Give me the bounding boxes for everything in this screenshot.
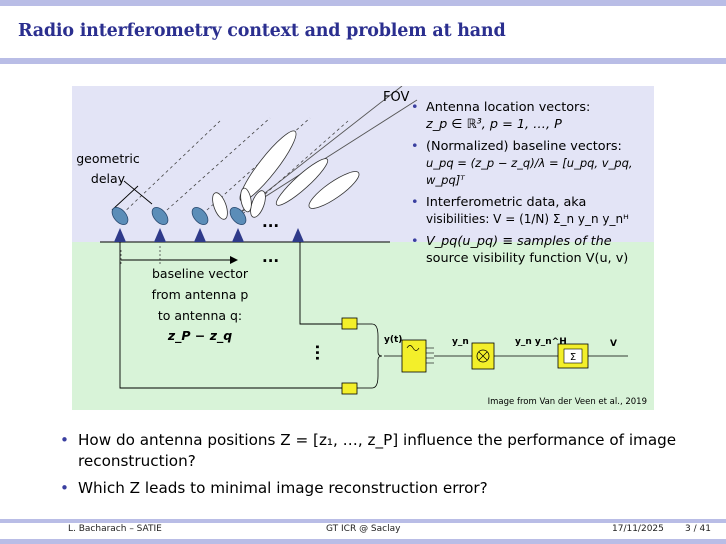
ellipsis-lower: ... — [262, 248, 279, 266]
footer-page: 3 / 41 — [685, 524, 711, 534]
signal-yn: y_n — [452, 337, 469, 347]
baseline-line4: z_P − z_q — [167, 328, 232, 344]
antenna-4 — [229, 207, 247, 242]
geometric-delay-line1: geometric — [76, 151, 140, 166]
antenna-1 — [111, 207, 129, 242]
footer-author: L. Bacharach – SATIE — [68, 524, 162, 534]
image-credit: Image from Van der Veen et al., 2019 — [488, 397, 647, 407]
figure-bullets: • Antenna location vectors: z_p ∈ ℝ³, p … — [410, 99, 655, 272]
receiver-box-2 — [341, 382, 358, 395]
sky-area — [72, 86, 654, 242]
antenna-5 — [292, 228, 304, 242]
footer-date: 17/11/2025 — [612, 524, 664, 534]
baseline-line2: from antenna p — [152, 287, 249, 302]
antenna-2 — [151, 207, 169, 242]
receiver-box-1 — [341, 317, 358, 330]
interferometry-figure: FOV — [72, 86, 654, 410]
svg-text:Σ: Σ — [570, 352, 576, 363]
main-bullet-1: • How do antenna positions Z = [z₁, …, z… — [60, 431, 677, 470]
sampler-box — [401, 339, 427, 373]
ellipsis-upper: ... — [262, 213, 279, 231]
baseline-line3: to antenna q: — [158, 308, 242, 323]
figure-bullet-2: • (Normalized) baseline vectors: u_pq = … — [411, 139, 633, 187]
figure-bullet-4: • V_pq(u_pq) ≡ samples of the source vis… — [411, 234, 629, 266]
fov-label: FOV — [383, 90, 409, 105]
svg-text:...: ... — [312, 344, 330, 361]
antenna-3 — [191, 207, 209, 242]
ground-area — [72, 242, 654, 410]
geometric-delay-line2: delay — [91, 171, 126, 186]
signal-y: y(t) — [384, 335, 402, 345]
figure-bullet-1: • Antenna location vectors: z_p ∈ ℝ³, p … — [411, 100, 591, 132]
signal-V: V — [610, 339, 617, 349]
figure-bullet-3: • Interferometric data, aka visibilities… — [411, 195, 629, 226]
top-band — [0, 0, 726, 6]
footer-venue: GT ICR @ Saclay — [326, 524, 401, 534]
baseline-line1: baseline vector — [152, 266, 249, 281]
signal-ynyn: y_n y_n^H — [515, 337, 567, 347]
title-rule — [0, 58, 726, 64]
main-bullet-2: • Which Z leads to minimal image reconst… — [60, 479, 488, 497]
footer: L. Bacharach – SATIE GT ICR @ Saclay 17/… — [0, 519, 726, 544]
slide-title: Radio interferometry context and problem… — [18, 21, 506, 41]
main-bullets: • How do antenna positions Z = [z₁, …, z… — [58, 430, 698, 505]
antenna-array — [111, 207, 304, 242]
